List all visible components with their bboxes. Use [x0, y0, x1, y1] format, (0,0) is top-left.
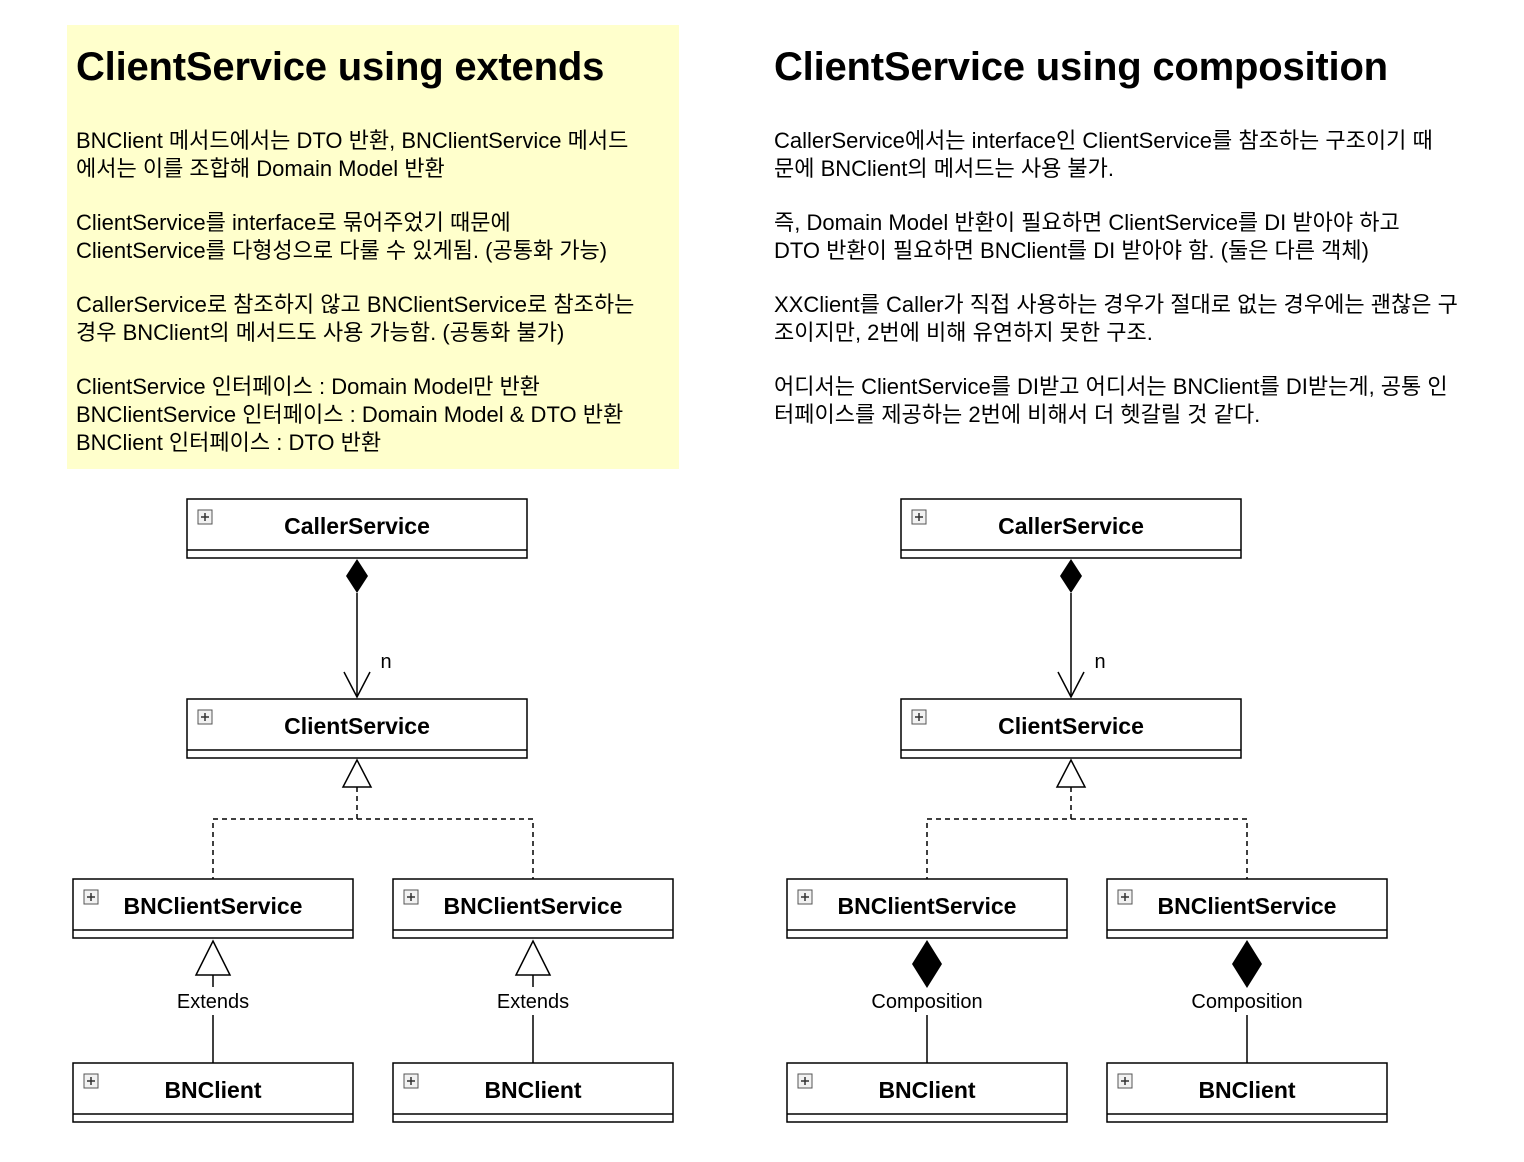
- multiplicity-label: n: [380, 651, 391, 673]
- class-name: CallerService: [998, 513, 1144, 539]
- paragraph-line: ClientService를 interface로 묶어주었기 때문에: [76, 210, 511, 235]
- composition-edge: Composition: [871, 940, 983, 1063]
- composition-label: Composition: [871, 991, 982, 1013]
- composition-diagram: CallerService ClientService n: [786, 498, 1388, 1123]
- extends-label: Extends: [497, 991, 569, 1013]
- paragraph-line: BNClient 인터페이스 : DTO 반환: [76, 430, 382, 455]
- composition-paragraph: 즉, Domain Model 반환이 필요하면 ClientService를 …: [774, 209, 1496, 265]
- paragraph-line: 문에 BNClient의 메서드는 사용 불가.: [774, 156, 1115, 181]
- composition-label: Composition: [1191, 991, 1302, 1013]
- class-bn-client[interactable]: BNClient: [392, 1062, 674, 1123]
- association-edge: n: [343, 559, 392, 699]
- extends-diagram: CallerService ClientService n: [72, 498, 674, 1123]
- composition-paragraph: XXClient를 Caller가 직접 사용하는 경우가 절대로 없는 경우에…: [774, 291, 1496, 347]
- composition-description-panel: ClientService using composition CallerSe…: [765, 25, 1505, 469]
- plus-square-icon[interactable]: [83, 889, 99, 905]
- composition-edge: Composition: [1191, 940, 1303, 1063]
- realization-edge: [212, 758, 534, 879]
- class-name: BNClientService: [1158, 893, 1337, 919]
- class-bn-client[interactable]: BNClient: [786, 1062, 1068, 1123]
- open-arrow-icon: [1057, 671, 1085, 699]
- class-name: ClientService: [998, 713, 1144, 739]
- extends-paragraph: ClientService 인터페이스 : Domain Model만 반환 B…: [76, 373, 670, 457]
- plus-square-icon[interactable]: [911, 509, 927, 525]
- multiplicity-label: n: [1094, 651, 1105, 673]
- realization-edge: [926, 758, 1248, 879]
- paragraph-line: 어디서는 ClientService를 DI받고 어디서는 BNClient를 …: [774, 374, 1448, 399]
- hollow-triangle-icon: [341, 758, 373, 788]
- class-name: ClientService: [284, 713, 430, 739]
- plus-square-icon[interactable]: [403, 889, 419, 905]
- association-edge: n: [1057, 559, 1106, 699]
- class-name: BNClient: [878, 1077, 975, 1103]
- extends-label: Extends: [177, 991, 249, 1013]
- class-name: BNClient: [164, 1077, 261, 1103]
- filled-diamond-icon: [1060, 559, 1082, 593]
- extends-paragraph: BNClient 메서드에서는 DTO 반환, BNClientService …: [76, 127, 670, 183]
- plus-square-icon[interactable]: [797, 1073, 813, 1089]
- extends-edge: Extends: [177, 939, 249, 1063]
- class-bn-client[interactable]: BNClient: [1106, 1062, 1388, 1123]
- paragraph-line: 조이지만, 2번에 비해 유연하지 못한 구조.: [774, 320, 1153, 345]
- plus-square-icon[interactable]: [797, 889, 813, 905]
- paragraph-line: 터페이스를 제공하는 2번에 비해서 더 헷갈릴 것 같다.: [774, 402, 1261, 427]
- extends-paragraph: ClientService를 interface로 묶어주었기 때문에 Clie…: [76, 209, 670, 265]
- paragraph-line: CallerService에서는 interface인 ClientServic…: [774, 128, 1433, 153]
- open-arrow-icon: [343, 671, 371, 699]
- extends-title: ClientService using extends: [76, 45, 605, 89]
- paragraph-line: 에서는 이를 조합해 Domain Model 반환: [76, 156, 445, 181]
- class-client-service[interactable]: ClientService: [186, 698, 528, 759]
- composition-paragraph: 어디서는 ClientService를 DI받고 어디서는 BNClient를 …: [774, 373, 1496, 429]
- class-name: BNClient: [1198, 1077, 1295, 1103]
- plus-square-icon[interactable]: [197, 709, 213, 725]
- class-bn-client-service[interactable]: BNClientService: [72, 878, 354, 939]
- paragraph-line: CallerService로 참조하지 않고 BNClientService로 …: [76, 292, 635, 317]
- paragraph-line: ClientService를 다형성으로 다룰 수 있게됨. (공통화 가능): [76, 238, 608, 263]
- class-bn-client-service[interactable]: BNClientService: [392, 878, 674, 939]
- extends-description-panel: ClientService using extends BNClient 메서드…: [67, 25, 679, 469]
- plus-square-icon[interactable]: [83, 1073, 99, 1089]
- hollow-triangle-icon: [1055, 758, 1087, 788]
- class-name: BNClient: [484, 1077, 581, 1103]
- hollow-triangle-icon: [514, 939, 552, 976]
- paragraph-line: BNClientService 인터페이스 : Domain Model & D…: [76, 402, 624, 427]
- plus-square-icon[interactable]: [197, 509, 213, 525]
- extends-edge: Extends: [497, 939, 569, 1063]
- class-caller-service[interactable]: CallerService: [900, 498, 1242, 559]
- class-caller-service[interactable]: CallerService: [186, 498, 528, 559]
- class-name: CallerService: [284, 513, 430, 539]
- paragraph-line: BNClient 메서드에서는 DTO 반환, BNClientService …: [76, 128, 629, 153]
- paragraph-line: ClientService 인터페이스 : Domain Model만 반환: [76, 374, 540, 399]
- class-bn-client[interactable]: BNClient: [72, 1062, 354, 1123]
- filled-diamond-icon: [912, 940, 942, 988]
- class-name: BNClientService: [124, 893, 303, 919]
- filled-diamond-icon: [346, 559, 368, 593]
- paragraph-line: DTO 반환이 필요하면 BNClient를 DI 받아야 함. (둘은 다른 …: [774, 238, 1369, 263]
- class-client-service[interactable]: ClientService: [900, 698, 1242, 759]
- plus-square-icon[interactable]: [403, 1073, 419, 1089]
- composition-paragraph: CallerService에서는 interface인 ClientServic…: [774, 127, 1496, 183]
- extends-paragraph: CallerService로 참조하지 않고 BNClientService로 …: [76, 291, 670, 347]
- plus-square-icon[interactable]: [1117, 1073, 1133, 1089]
- paragraph-line: 경우 BNClient의 메서드도 사용 가능함. (공통화 불가): [76, 320, 565, 345]
- class-bn-client-service[interactable]: BNClientService: [786, 878, 1068, 939]
- composition-title: ClientService using composition: [774, 45, 1388, 89]
- class-bn-client-service[interactable]: BNClientService: [1106, 878, 1388, 939]
- paragraph-line: XXClient를 Caller가 직접 사용하는 경우가 절대로 없는 경우에…: [774, 292, 1458, 317]
- class-name: BNClientService: [838, 893, 1017, 919]
- filled-diamond-icon: [1232, 940, 1262, 988]
- paragraph-line: 즉, Domain Model 반환이 필요하면 ClientService를 …: [774, 210, 1400, 235]
- class-name: BNClientService: [444, 893, 623, 919]
- plus-square-icon[interactable]: [911, 709, 927, 725]
- hollow-triangle-icon: [194, 939, 232, 976]
- plus-square-icon[interactable]: [1117, 889, 1133, 905]
